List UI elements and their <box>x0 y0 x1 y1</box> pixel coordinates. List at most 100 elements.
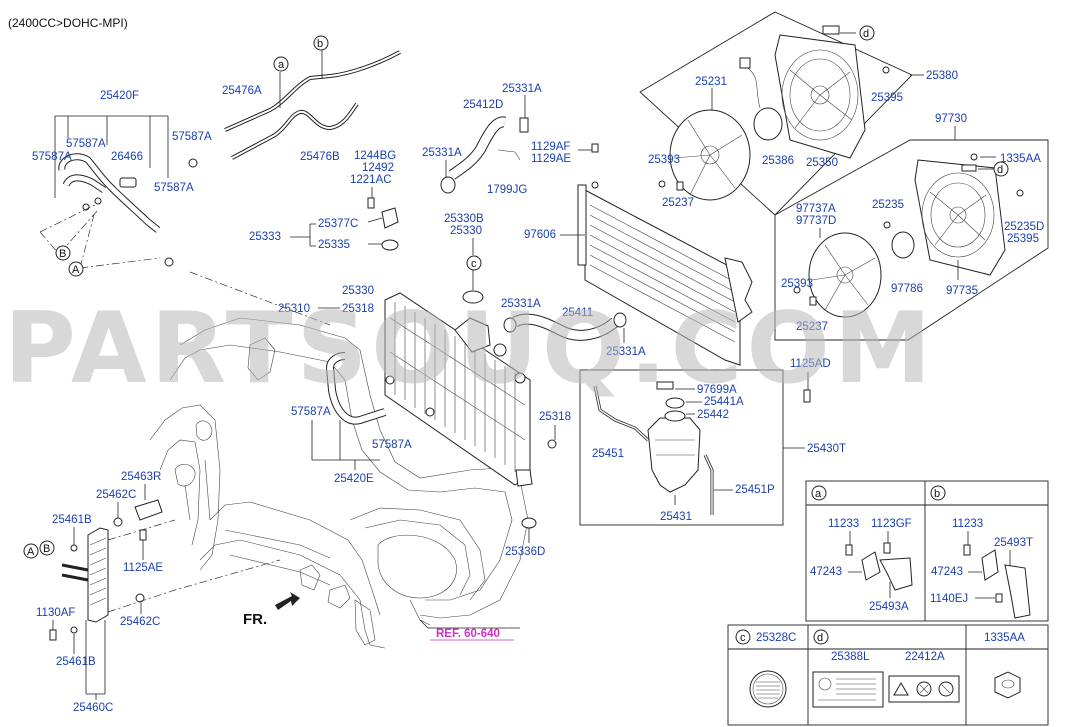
callout-a: a <box>278 59 285 71</box>
inset-b-label-11233: 11233 <box>952 518 983 530</box>
inset-a-label-47243: 47243 <box>810 566 842 578</box>
callout-B-circle <box>55 245 71 261</box>
label-97737D: 97737D <box>796 215 836 227</box>
label-25318: 25318 <box>539 411 571 423</box>
label-25462C: 25462C <box>96 489 136 501</box>
label-25330: 25330 <box>450 225 482 237</box>
callout-B-circle <box>39 540 55 556</box>
label-97737A: 97737A <box>796 203 836 215</box>
label-25442: 25442 <box>697 409 729 421</box>
label-25330B: 25330B <box>444 213 484 225</box>
label-57587A: 57587A <box>172 131 212 143</box>
label-1129AF: 1129AF <box>531 141 570 153</box>
label-25395: 25395 <box>1007 233 1039 245</box>
label-25310: 25310 <box>278 303 310 315</box>
label-25463R: 25463R <box>121 471 161 483</box>
oil-cooler-hose-group <box>58 153 198 267</box>
inset-a-label-1123GF: 1123GF <box>871 518 912 530</box>
callout-b: b <box>317 38 323 50</box>
label-25237: 25237 <box>796 321 828 333</box>
condenser <box>577 181 753 366</box>
engine-spec-header: (2400CC>DOHC-MPI) <box>8 16 128 30</box>
label-25476A: 25476A <box>222 85 262 97</box>
label-25476B: 25476B <box>300 151 340 163</box>
label-57587A: 57587A <box>32 151 72 163</box>
callout-d: d <box>863 28 869 40</box>
label-25386: 25386 <box>762 155 794 167</box>
label-25420E: 25420E <box>334 473 374 485</box>
label-1799JG: 1799JG <box>487 184 527 196</box>
legend-c-tag: c <box>740 632 746 644</box>
clamp <box>519 117 529 133</box>
callout-c: c <box>471 258 477 270</box>
callout-d-circle <box>859 25 875 41</box>
callout-A: A <box>72 264 80 276</box>
label-25336D: 25336D <box>505 546 545 558</box>
inset-b-label-1140EJ: 1140EJ <box>930 593 968 605</box>
label-25235: 25235 <box>872 199 904 211</box>
label-25461B: 25461B <box>56 656 96 668</box>
label-tag <box>822 25 840 35</box>
label-25350: 25350 <box>806 157 838 169</box>
label-25441A: 25441A <box>704 396 744 408</box>
fan-warning-label-icon <box>888 675 960 703</box>
label-1129AE: 1129AE <box>531 153 571 165</box>
label-25335: 25335 <box>318 239 350 251</box>
label-25461B: 25461B <box>52 514 92 526</box>
label-12492: 12492 <box>362 162 394 174</box>
label-25451: 25451 <box>592 448 624 460</box>
label-25430T: 25430T <box>807 443 846 455</box>
oil-lines <box>224 50 401 160</box>
callout-d-circle <box>993 161 1009 177</box>
label-25460C: 25460C <box>73 702 113 714</box>
label-25333: 25333 <box>249 231 281 243</box>
label-25237: 25237 <box>662 197 694 209</box>
label-1335AA: 1335AA <box>1000 153 1041 165</box>
inset-b-label-47243: 47243 <box>931 566 963 578</box>
label-1125AD: 1125AD <box>790 358 831 370</box>
label-1244BG: 1244BG <box>354 150 396 162</box>
label-25393: 25393 <box>781 278 813 290</box>
fan-box-97730 <box>774 139 1049 341</box>
shroud-25350 <box>774 34 866 159</box>
callout-d: d <box>997 164 1003 176</box>
label-25395: 25395 <box>871 92 903 104</box>
reservoir-box <box>579 369 784 526</box>
inset-a-label-25493A: 25493A <box>869 601 909 613</box>
inset-b-tag: b <box>934 488 940 500</box>
label-25380: 25380 <box>926 70 958 82</box>
fan-assembly-25231 <box>669 57 783 201</box>
label-25318: 25318 <box>342 303 374 315</box>
fan-assembly-97737 <box>808 231 915 318</box>
legend-table <box>727 624 1049 726</box>
callout-b-circle <box>313 35 329 51</box>
label-25235D: 25235D <box>1004 221 1044 233</box>
inset-b-label-25493T: 25493T <box>994 537 1033 549</box>
label-57587A: 57587A <box>372 439 412 451</box>
label-25331A: 25331A <box>502 83 542 95</box>
legend-c-tag-circle <box>735 629 751 645</box>
legend-d-tag: d <box>817 632 823 644</box>
watermark-text: PARTSOUQ.COM <box>4 292 935 406</box>
label-1221AC: 1221AC <box>350 174 392 186</box>
label-25231: 25231 <box>695 76 727 88</box>
label-97606: 97606 <box>524 229 556 241</box>
legend-label-1335AA: 1335AA <box>984 632 1025 644</box>
coolant-reservoir <box>647 381 701 493</box>
warning-label-icon <box>812 671 884 708</box>
legend-d-tag-circle <box>813 629 829 645</box>
inset-a-tag: a <box>815 488 822 500</box>
front-end-carrier <box>149 317 529 649</box>
label-57587A: 57587A <box>291 406 331 418</box>
inset-panel-ab <box>805 480 1049 622</box>
front-direction-arrow-icon <box>275 592 300 610</box>
label-57587A: 57587A <box>154 182 194 194</box>
label-1130AF: 1130AF <box>36 607 75 619</box>
label-57587A: 57587A <box>66 138 106 150</box>
label-25393: 25393 <box>648 154 680 166</box>
callout-A-circle <box>23 543 39 559</box>
inset-a-tag-circle <box>811 485 827 501</box>
reference-link[interactable]: REF. 60-640 <box>436 628 500 640</box>
label-25411: 25411 <box>562 307 593 319</box>
